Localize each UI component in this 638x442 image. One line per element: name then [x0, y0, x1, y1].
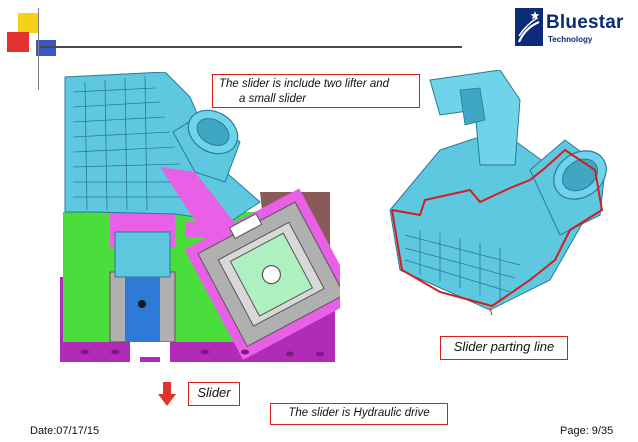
logo-subtitle: Technology [548, 35, 593, 44]
logo-name: Bluestar [546, 12, 624, 33]
part-isometric-figure [389, 70, 607, 315]
bluestar-logo: Bluestar Technology [515, 8, 635, 48]
parting-line [391, 148, 604, 308]
header-rule [40, 46, 462, 48]
parting-line-leader [489, 307, 493, 315]
part-top-housing [64, 72, 261, 223]
callout-slider: Slider [188, 382, 240, 406]
callout-slider-components: The slider is include two lifter and a s… [212, 74, 420, 108]
deco-square-yellow [18, 13, 38, 33]
down-arrow-icon [158, 382, 176, 406]
callout-line-2: a small slider [239, 93, 307, 105]
slider-assembly [184, 188, 340, 360]
callout-line-1: The slider is include two lifter and [219, 78, 390, 90]
base-slot [130, 342, 170, 362]
logo-star-icon [515, 8, 543, 46]
logo-mark-icon [515, 8, 543, 46]
deco-vertical-rule [38, 8, 39, 90]
center-lifter-cyan [114, 231, 171, 278]
footer-page-number: Page: 9/35 [560, 425, 614, 437]
footer-date: Date:07/17/15 [30, 425, 100, 437]
callout-parting-line: Slider parting line [440, 336, 568, 360]
deco-square-blue [36, 40, 56, 56]
part-bracket [429, 70, 521, 166]
callout-hydraulic-drive: The slider is Hydraulic drive [270, 403, 448, 425]
deco-square-red [7, 32, 29, 52]
mold-section-figure [60, 72, 340, 362]
